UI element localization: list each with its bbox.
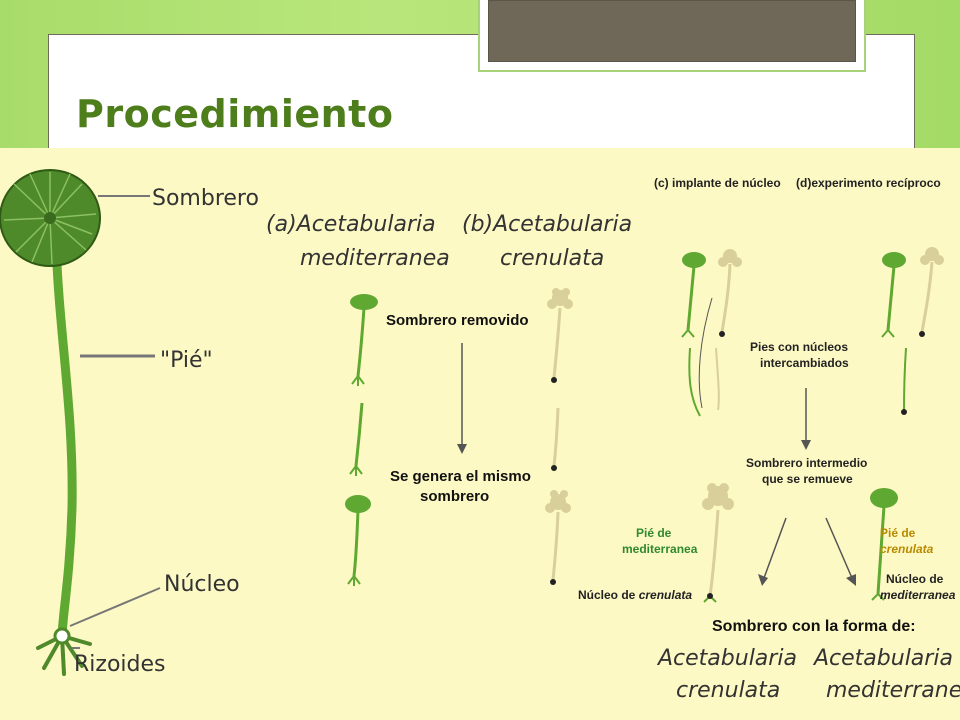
label-intermediate-line1: Sombrero intermedio (746, 456, 868, 470)
label-result-title: Sombrero con la forma de: (712, 618, 916, 635)
label-rizoides: Rizoides (74, 652, 166, 677)
label-c-header: (c) implante de núcleo (654, 176, 781, 190)
title-tab-decoration (478, 0, 866, 72)
leader-nucleo (69, 587, 161, 627)
label-res1-line2: crenulata (676, 678, 781, 703)
series-a-plants (345, 294, 378, 586)
label-intermediate-line2: que se remueve (762, 472, 853, 486)
panel-cd-drawing (681, 247, 944, 603)
label-d-header: (d)experimento recíproco (796, 176, 941, 190)
diagram-drawing (0, 169, 944, 676)
label-same-line1: Se genera el mismo (390, 468, 531, 485)
label-a-line2: mediterranea (300, 246, 450, 271)
series-b-plants (545, 288, 573, 585)
acetabularia-diagram: Sombrero "Pié" Núcleo Rizoides (a)Acetab… (0, 148, 960, 720)
label-exchanged-line1: Pies con núcleos (750, 340, 849, 354)
label-pie-cren-line2: crenulata (880, 542, 934, 556)
label-pie-cren-line1: Pié de (880, 526, 916, 540)
label-sombrero: Sombrero (152, 186, 259, 211)
label-removed: Sombrero removido (386, 312, 529, 329)
label-b-line1: (b)Acetabularia (462, 212, 633, 237)
label-pie-med-line1: Pié de (636, 526, 672, 540)
title-tab-fill (488, 0, 856, 62)
plant-stalk (51, 233, 77, 643)
label-nuc-cren-species: crenulata (638, 588, 693, 602)
label-nuc-cren: Núcleo de crenulata (578, 588, 692, 602)
label-nuc-med-line2: mediterranea (880, 588, 956, 602)
label-nuc-med-line1: Núcleo de (886, 572, 944, 586)
label-exchanged-line2: intercambiados (760, 356, 849, 370)
label-nucleo: Núcleo (164, 572, 240, 597)
label-res2-line1: Acetabularia (814, 646, 953, 671)
label-nuc-cren-prefix: Núcleo de (578, 588, 636, 602)
label-pie-med-line2: mediterranea (622, 542, 698, 556)
label-pie: "Pié" (160, 348, 213, 373)
label-a-line1: (a)Acetabularia (266, 212, 436, 237)
label-b-line2: crenulata (500, 246, 605, 271)
label-res2-line2: mediterranea (826, 678, 960, 703)
nucleus-marker (53, 627, 71, 645)
label-res1-line1: Acetabularia (658, 646, 797, 671)
anatomy-plant (0, 169, 161, 676)
panel-ab-drawing (345, 288, 573, 586)
label-same-line2: sombrero (420, 488, 490, 505)
plant-cap (0, 169, 101, 267)
slide-title: Procedimiento (76, 92, 394, 136)
